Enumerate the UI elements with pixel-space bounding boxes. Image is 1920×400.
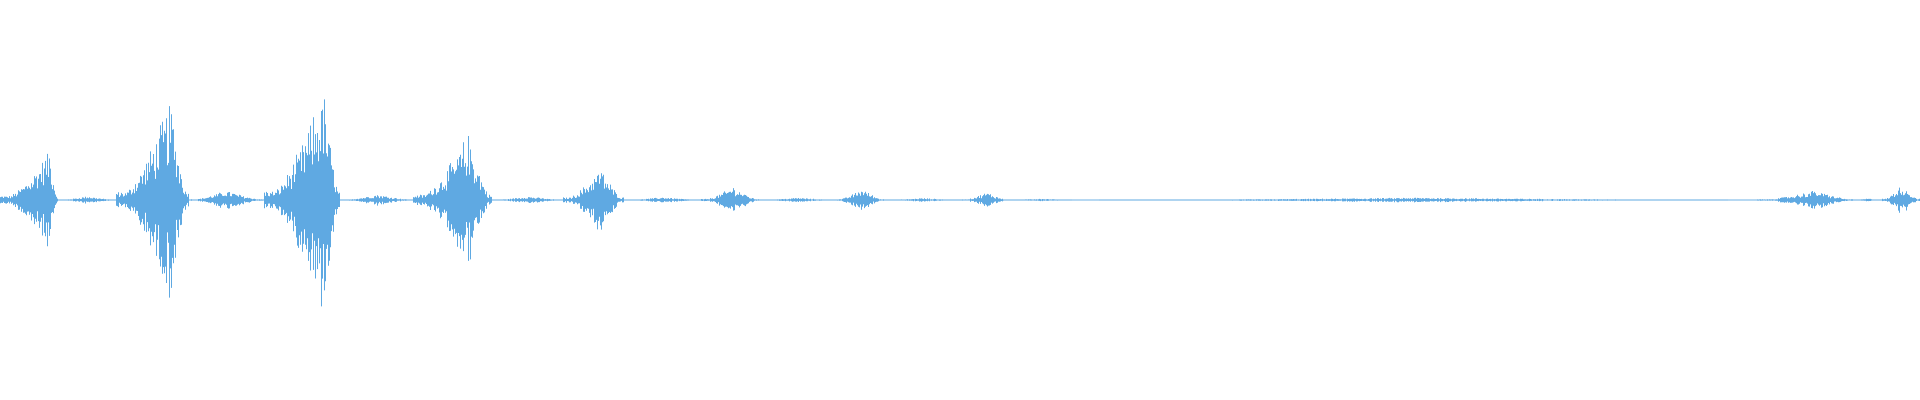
waveform-bars [0,99,1920,307]
